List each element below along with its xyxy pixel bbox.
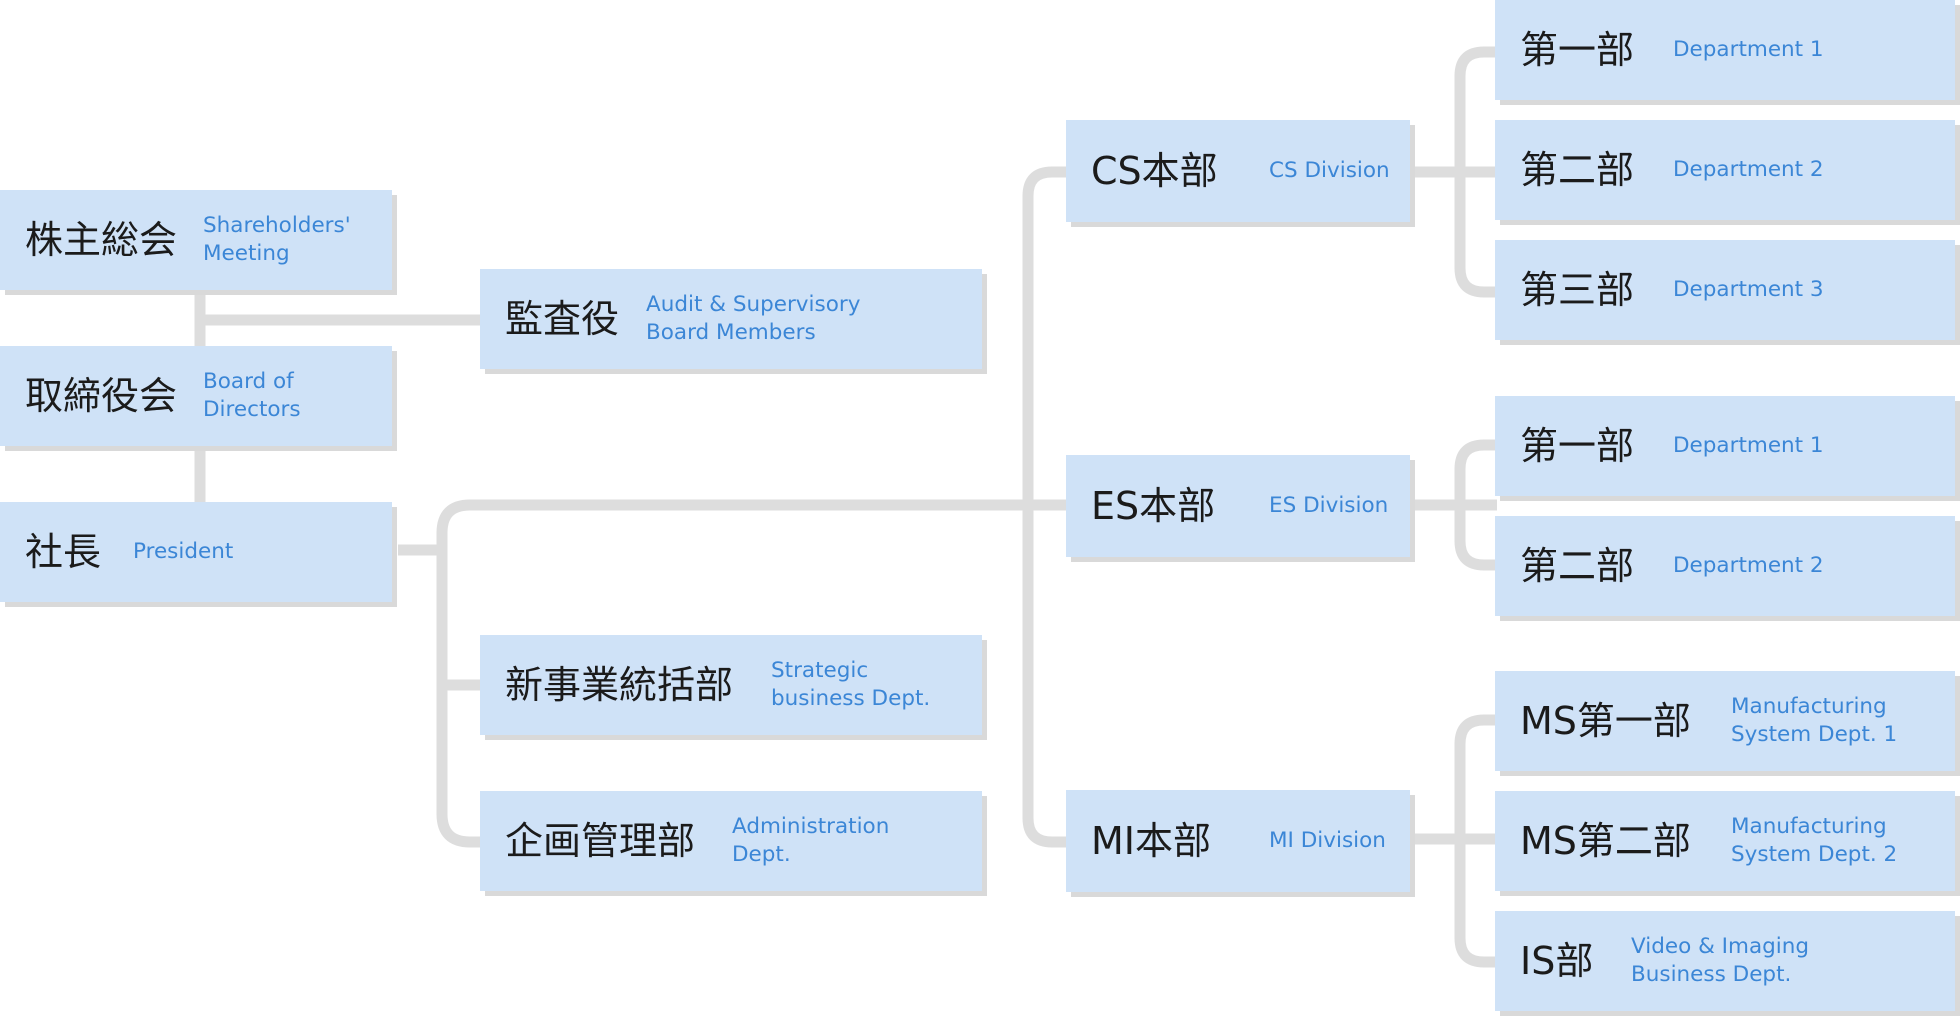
node-shareholders-meeting: 株主総会 Shareholders' Meeting	[0, 190, 392, 290]
node-jp-label: 第二部	[1520, 544, 1635, 588]
node-en-label: Audit & Supervisory Board Members	[646, 291, 860, 347]
node-en-line: Strategic	[771, 658, 869, 683]
node-audit-board: 監査役 Audit & Supervisory Board Members	[480, 269, 982, 369]
node-en-label: President	[133, 538, 233, 566]
node-en-label: Department 3	[1673, 276, 1824, 304]
node-jp-label: 第一部	[1520, 424, 1635, 468]
node-en-line: Department 3	[1673, 277, 1824, 302]
node-en-line: MI Division	[1269, 828, 1386, 853]
node-en-line: Board Members	[646, 320, 816, 345]
node-en-line: Shareholders'	[203, 213, 351, 238]
node-en-label: ES Division	[1269, 492, 1388, 520]
node-jp-label: 取締役会	[25, 374, 178, 418]
node-en-line: System Dept. 1	[1731, 722, 1898, 747]
node-mi-ms-dept-2: MS第二部 Manufacturing System Dept. 2	[1495, 791, 1955, 891]
connector-es-depts	[1410, 439, 1497, 571]
node-en-line: Board of	[203, 369, 294, 394]
node-en-line: Department 1	[1673, 433, 1824, 458]
node-en-line: Department 2	[1673, 553, 1824, 578]
node-en-label: Department 2	[1673, 156, 1824, 184]
node-mi-is-dept: IS部 Video & Imaging Business Dept.	[1495, 911, 1955, 1011]
node-jp-label: 株主総会	[25, 218, 178, 262]
connector-mi-depts	[1410, 714, 1497, 968]
node-jp-label: 企画管理部	[505, 819, 696, 863]
node-jp-label: MI本部	[1091, 819, 1211, 863]
node-jp-label: 社長	[25, 530, 102, 574]
connector-cs-depts	[1410, 46, 1497, 298]
node-jp-label: 第一部	[1520, 28, 1635, 72]
node-en-line: Manufacturing	[1731, 814, 1887, 839]
node-jp-label: MS第一部	[1520, 699, 1691, 743]
node-jp-label: 第二部	[1520, 148, 1635, 192]
node-en-line: Department 1	[1673, 37, 1824, 62]
node-en-line: President	[133, 539, 234, 564]
node-en-label: Board of Directors	[203, 368, 301, 424]
node-jp-label: IS部	[1520, 939, 1594, 983]
node-en-line: CS Division	[1269, 158, 1390, 183]
node-es-department-1: 第一部 Department 1	[1495, 396, 1955, 496]
node-en-label: Strategic business Dept.	[771, 657, 930, 713]
node-es-department-2: 第二部 Department 2	[1495, 516, 1955, 616]
node-en-label: Department 2	[1673, 552, 1824, 580]
node-en-line: System Dept. 2	[1731, 842, 1898, 867]
node-jp-label: 新事業統括部	[505, 663, 734, 707]
node-en-label: Department 1	[1673, 432, 1824, 460]
node-board-of-directors: 取締役会 Board of Directors	[0, 346, 392, 446]
connector-division-bus	[1022, 166, 1068, 848]
node-cs-department-3: 第三部 Department 3	[1495, 240, 1955, 340]
node-en-line: business Dept.	[771, 686, 931, 711]
node-en-line: Audit & Supervisory	[646, 292, 861, 317]
node-en-label: Manufacturing System Dept. 1	[1731, 693, 1897, 749]
node-mi-ms-dept-1: MS第一部 Manufacturing System Dept. 1	[1495, 671, 1955, 771]
node-en-line: Administration	[732, 814, 890, 839]
node-en-label: Shareholders' Meeting	[203, 212, 351, 268]
node-en-label: MI Division	[1269, 827, 1386, 855]
node-jp-label: MS第二部	[1520, 819, 1691, 863]
node-en-line: Dept.	[732, 842, 791, 867]
node-jp-label: CS本部	[1091, 149, 1218, 193]
connector-president-branches	[436, 499, 1030, 848]
node-en-label: CS Division	[1269, 157, 1390, 185]
node-jp-label: ES本部	[1091, 484, 1216, 528]
node-en-line: Department 2	[1673, 157, 1824, 182]
node-jp-label: 第三部	[1520, 268, 1635, 312]
node-cs-division: CS本部 CS Division	[1066, 120, 1410, 222]
node-cs-department-2: 第二部 Department 2	[1495, 120, 1955, 220]
node-en-line: Business Dept.	[1631, 962, 1792, 987]
node-en-line: ES Division	[1269, 493, 1389, 518]
node-es-division: ES本部 ES Division	[1066, 455, 1410, 557]
node-en-label: Video & Imaging Business Dept.	[1631, 933, 1809, 989]
node-administration-dept: 企画管理部 Administration Dept.	[480, 791, 982, 891]
node-en-label: Administration Dept.	[732, 813, 889, 869]
node-en-line: Video & Imaging	[1631, 934, 1810, 959]
node-president: 社長 President	[0, 502, 392, 602]
node-en-line: Directors	[203, 397, 301, 422]
node-en-label: Manufacturing System Dept. 2	[1731, 813, 1897, 869]
node-jp-label: 監査役	[505, 297, 620, 341]
node-en-label: Department 1	[1673, 36, 1824, 64]
node-strategic-business-dept: 新事業統括部 Strategic business Dept.	[480, 635, 982, 735]
node-en-line: Manufacturing	[1731, 694, 1887, 719]
node-mi-division: MI本部 MI Division	[1066, 790, 1410, 892]
node-en-line: Meeting	[203, 241, 290, 266]
node-cs-department-1: 第一部 Department 1	[1495, 0, 1955, 100]
